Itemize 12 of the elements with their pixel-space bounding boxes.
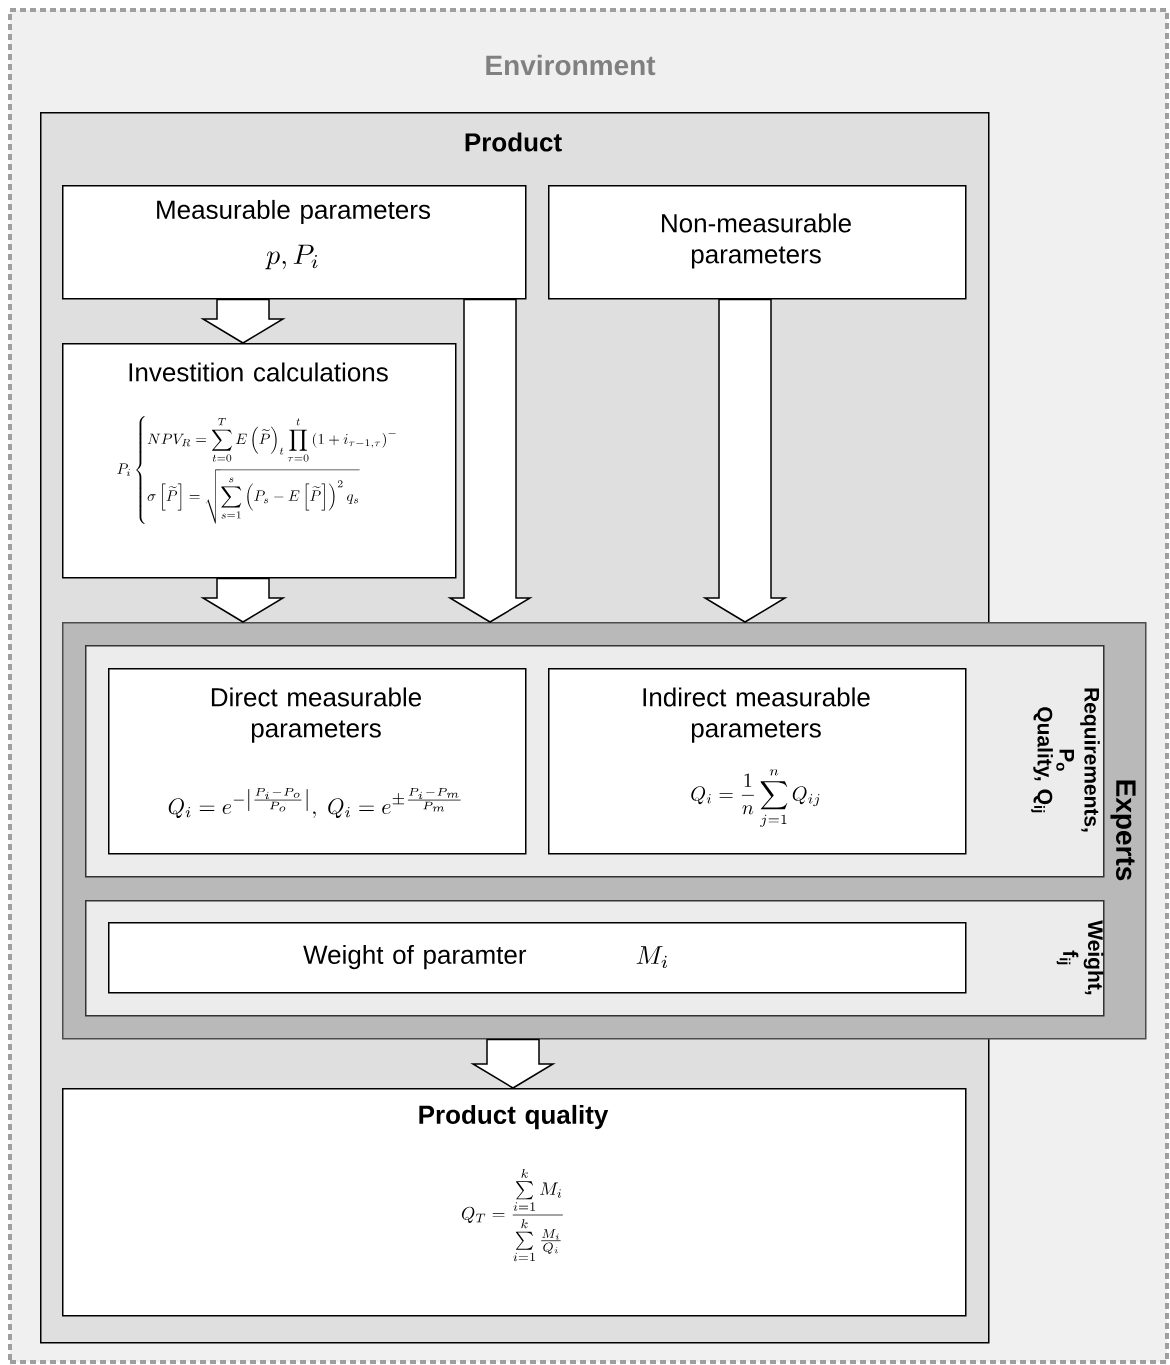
process-box: Investition calculations $P_i\begin{dcases} NPV_R = \sum_{t=0}^{T} E\left(\widetilde{P}\right)_t \prod_{\tau=0}^{t}\left(1+i_{\tau-1,\tau}\right)^{-} \\ \sigma\left[\widetilde{P}\right] = \sqrt{\sum_{s=1}^{s}\left(P_s - E\left[\widetilde{P}\right]\right)^2 q_s} \end{dcases}$: [62, 343, 457, 579]
block-arrow: [702, 298, 788, 623]
block-arrow: [447, 298, 533, 623]
block-arrow: [470, 1038, 556, 1089]
block-arrow: [200, 298, 286, 344]
process-box: Product quality $Q_T = \frac{\sum\limits_{i=1}^{k} M_i}{\sum\limits_{i=1}^{k} \frac{M_i}{Q_i}}$: [62, 1088, 967, 1317]
process-box: Indirect measurable parameters $Q_i = \frac{1}{n}\sum_{j=1}^{n} Q_{ij}$: [548, 668, 967, 855]
process-box: Direct measurable parameters $Q_i = e^{-\left|\frac{P_i - P_o}{P_o}\right|},\; Q_i = e^{\pm\frac{P_i - P_m}{P_m}}$: [108, 668, 527, 855]
process-box: Measurable parameters $p, P_i$: [62, 185, 527, 300]
process-box: Weight of paramter $M_i$: [108, 922, 967, 994]
block-arrow: [200, 577, 286, 623]
process-box: Non-measurable parameters: [548, 185, 967, 300]
